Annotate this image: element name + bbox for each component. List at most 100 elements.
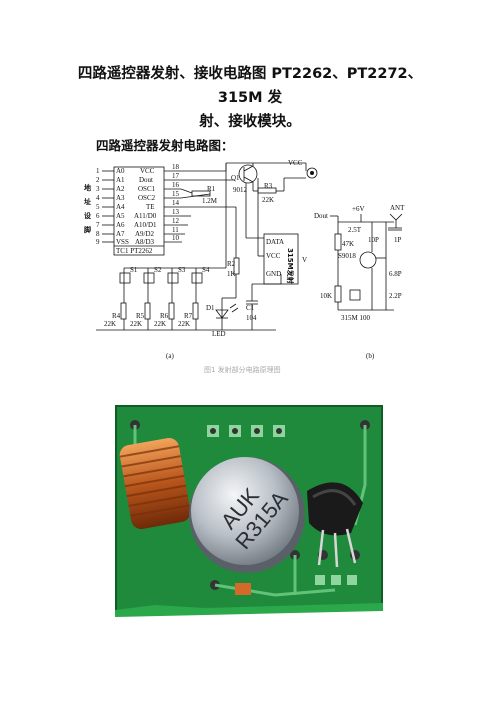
q1-part: 9012 (233, 186, 248, 194)
pin-8: 8 (96, 230, 100, 238)
b-ant-label: ANT (390, 204, 405, 212)
b-supply-label: +6V (352, 205, 365, 213)
pin-1: 1 (96, 167, 100, 175)
r5-label: R5 (136, 312, 145, 320)
module-name: 315M发射 (286, 248, 295, 284)
address-label-1: 址 (84, 197, 91, 206)
ic-label-d2: A9/D2 (135, 230, 155, 238)
r1-resistor (191, 190, 211, 197)
switch-array: S1 R4 22K S2 R5 22K S3 R6 22K S4 R7 22K (96, 163, 276, 331)
figure-caption: 图1 发射部分电路原理图 (204, 365, 281, 373)
switch-s2-label: S2 (154, 266, 162, 274)
pin-10: 10 (172, 234, 180, 242)
c1-value: 104 (246, 314, 257, 322)
transistor-package (307, 482, 363, 568)
pin-11: 11 (172, 226, 179, 234)
d1-label: D1 (206, 304, 215, 312)
r2-resistor (233, 257, 240, 275)
b-dout-label: Dout (314, 212, 328, 220)
switch-s4-label: S4 (202, 266, 210, 274)
address-label-0: 地 (84, 183, 91, 192)
b-transistor-label: S9018 (338, 252, 356, 260)
pin-17: 17 (172, 172, 180, 180)
pin-2: 2 (96, 176, 100, 184)
ic-label-a1: A1 (116, 176, 125, 184)
q1-label: Q1 (231, 174, 240, 182)
r4-value: 22K (104, 320, 116, 328)
smd-component (235, 583, 251, 595)
r3-value: 22K (262, 196, 274, 204)
pin-6: 6 (96, 212, 100, 220)
ic-label-vss: VSS (116, 238, 129, 246)
module-v-label: V (302, 256, 307, 264)
pin-16: 16 (172, 181, 180, 189)
title-line-1: 四路遥控器发射、接收电路图 PT2262、PT2272、315M 发 (77, 66, 423, 106)
section-heading: 四路遥控器发射电路图： (96, 138, 234, 153)
b-c25-label: 2.5T (348, 226, 362, 234)
b-r10-label: 10K (320, 292, 332, 300)
pin-12: 12 (172, 217, 180, 225)
r6-label: R6 (160, 312, 169, 320)
r4-label: R4 (112, 312, 121, 320)
pt2262-ic-body (113, 166, 165, 256)
pin-5: 5 (96, 203, 100, 211)
ic-label-d1: A10/D1 (134, 221, 157, 229)
title-line-2: 射、接收模块。 (199, 114, 301, 130)
pin-7: 7 (96, 221, 100, 229)
ic-label-a6: A6 (116, 221, 125, 229)
b-saw-label: 315M 100 (341, 314, 370, 322)
b-antenna-icon (389, 213, 403, 221)
module-pin-vcc: VCC (266, 252, 281, 260)
pin-14: 14 (172, 199, 180, 207)
transmitter-schematic: 地 址 设 脚 1 2 3 4 5 6 7 8 9 A0 A1 A2 A3 A4… (83, 159, 405, 373)
r1-label: R1 (207, 185, 216, 193)
ic-left-pins: 1 2 3 4 5 6 7 8 9 A0 A1 A2 A3 A4 A5 A6 A… (96, 167, 129, 246)
antenna-coil (119, 438, 191, 529)
q1-transistor (238, 164, 258, 184)
r3-label: R3 (264, 182, 273, 190)
label-b: (b) (366, 352, 375, 360)
ic-label-a3: A3 (116, 194, 125, 202)
saw-resonator-can: AUK R315A (189, 457, 305, 573)
ic-label-vcc: VCC (140, 167, 155, 175)
ic-footer: TC1 PT2262 (116, 247, 153, 255)
r6-value: 22K (154, 320, 166, 328)
module-pin-data: DATA (266, 238, 284, 246)
switch-s3-label: S3 (178, 266, 186, 274)
ic-label-osc2: OSC2 (138, 194, 156, 202)
c1-label: C1 (246, 304, 255, 312)
label-a: (a) (166, 352, 174, 360)
ic-label-osc1: OSC1 (138, 185, 156, 193)
ic-label-a2: A2 (116, 185, 125, 193)
module-pin-gnd: GND (266, 270, 281, 278)
pin-13: 13 (172, 208, 180, 216)
document-title: 四路遥控器发射、接收电路图 PT2262、PT2272、315M 发 射、接收模… (60, 62, 440, 134)
ic-label-te: TE (146, 203, 155, 211)
schematic-b: Dout +6V 47K 2.5T 10P 1P ANT S9018 6.8P … (314, 204, 405, 360)
ic-label-dout: Dout (139, 176, 153, 184)
r7-value: 22K (178, 320, 190, 328)
b-saw-resonator (349, 289, 361, 301)
pin-3: 3 (96, 185, 100, 193)
b-c10-label: 10P (368, 236, 379, 244)
ic-label-a4: A4 (116, 203, 125, 211)
r5-value: 22K (130, 320, 142, 328)
pin-9: 9 (96, 238, 100, 246)
ic-label-d0: A11/D0 (134, 212, 157, 220)
pin-18: 18 (172, 163, 180, 171)
address-label-3: 脚 (83, 225, 91, 234)
b-c1-label: 1P (394, 236, 402, 244)
r2-value: 1K (227, 270, 236, 278)
b-r47-label: 47K (342, 240, 354, 248)
vcc-terminal (306, 167, 318, 179)
led-label: LED (212, 330, 226, 338)
b-c68-label: 6.8P (389, 270, 402, 278)
address-label-2: 设 (84, 211, 92, 220)
pin-15: 15 (172, 190, 180, 198)
ic-label-a5: A5 (116, 212, 125, 220)
switch-s1-label: S1 (130, 266, 138, 274)
ic-right-pins: 18 17 16 15 14 13 12 11 10 VCC Dout OSC1… (134, 163, 181, 246)
r1-value: 1.2M (202, 197, 218, 205)
ic-label-d3: A8/D3 (135, 238, 155, 246)
vcc-label: VCC (288, 159, 303, 167)
